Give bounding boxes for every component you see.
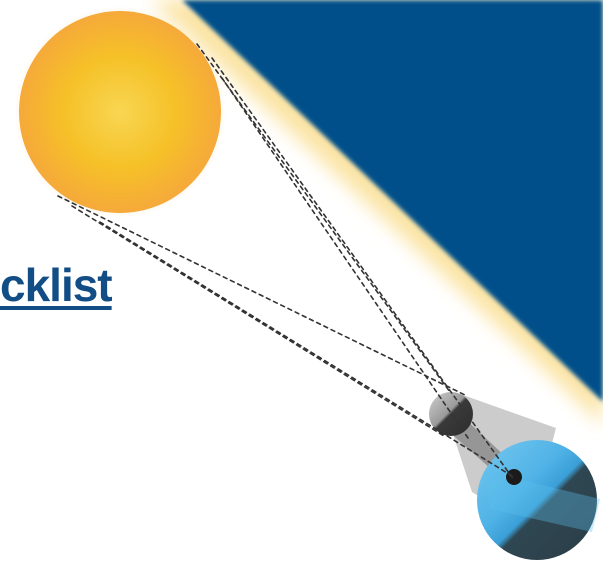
guide-line-bottom-inner [72,206,444,436]
checklist-heading-link[interactable]: cklist [0,262,112,308]
umbra-spot [506,469,522,485]
earth [477,440,600,560]
sun [19,11,221,213]
